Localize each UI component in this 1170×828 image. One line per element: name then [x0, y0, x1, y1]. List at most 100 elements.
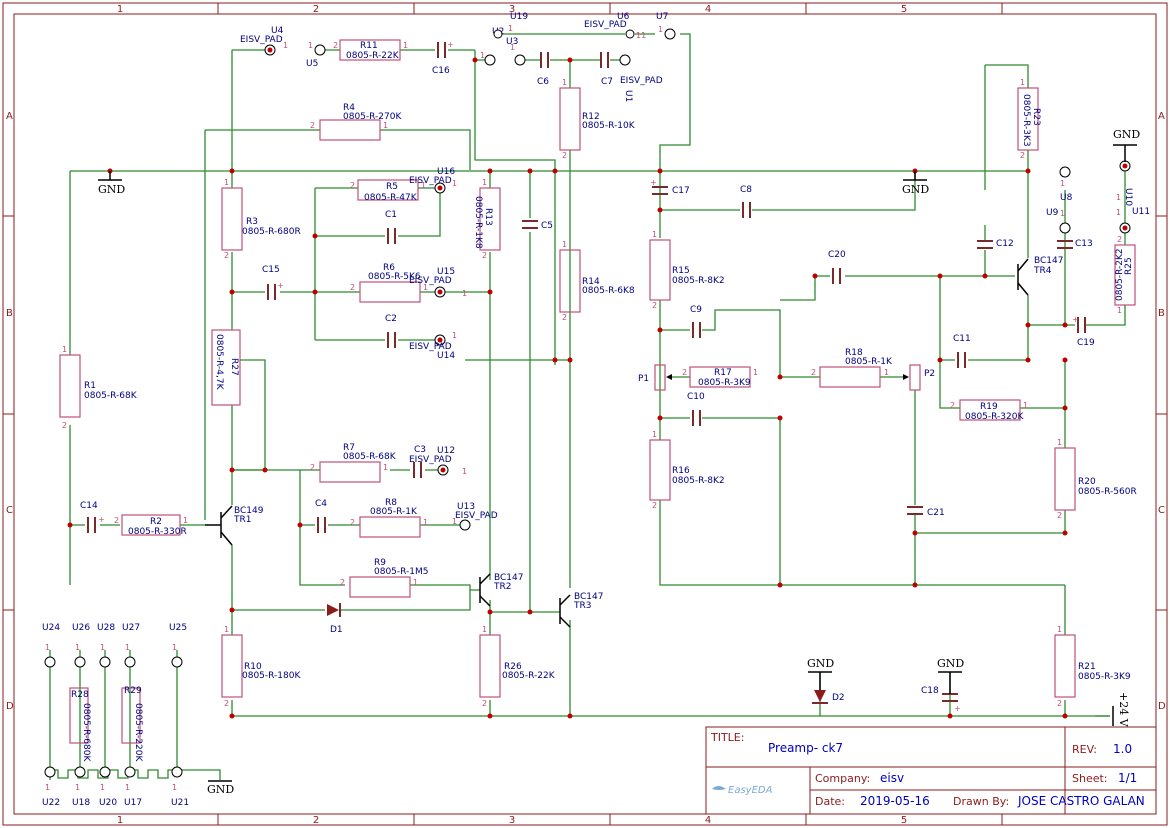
r15-value: 0805-R-8K2	[672, 276, 725, 286]
zone-col-4-top: 4	[705, 4, 711, 15]
gnd-symbol-mid: GND	[902, 171, 929, 196]
zone-col-2-top: 2	[313, 4, 319, 15]
u3-label: U3	[506, 37, 518, 47]
r28-value: 0805-R-680K	[81, 703, 91, 762]
r1-ref: R1	[84, 381, 96, 391]
u17-pin: 1	[125, 783, 130, 792]
title-block: TITLE: Preamp- ck7 REV: 1.0 Company: eis…	[705, 726, 1157, 815]
resistor-r8: R8 0805-R-1K	[359, 498, 421, 538]
r7-ref: R7	[343, 443, 355, 453]
r23-value: 0805-R-3K3	[1021, 94, 1031, 147]
r13-value: 0805-R-1K8	[473, 196, 483, 249]
r2-value: 0805-R-330R	[128, 527, 187, 537]
p1-ref: P1	[638, 374, 649, 384]
c11-ref: C11	[953, 334, 971, 344]
r2-ref: R2	[150, 517, 162, 527]
pin-label: 1	[562, 240, 567, 249]
u6-pin: 11	[636, 31, 646, 40]
gnd-label-right: GND	[1113, 128, 1140, 141]
pad-u7: U7 1	[656, 12, 676, 40]
c16-ref: C16	[432, 66, 450, 76]
tr3-type: BC147	[574, 592, 603, 602]
capacitor-c11: C11	[953, 334, 971, 368]
pin-label: 2	[482, 251, 487, 260]
r5-ref: R5	[386, 182, 398, 192]
c14-ref: C14	[80, 501, 98, 511]
r29-value: 0805-R-220K	[133, 703, 143, 762]
resistor-r28: R28 0805-R-680K	[69, 687, 91, 762]
u21-label: U21	[171, 798, 189, 808]
c10-ref: C10	[687, 392, 705, 402]
c8-ref: C8	[740, 185, 752, 195]
pin-label: 2	[811, 368, 816, 377]
r17-value: 0805-R-3K9	[698, 378, 751, 388]
u19-pin: 1	[508, 24, 513, 33]
r17-ref: R17	[714, 368, 732, 378]
pin-label: 1	[62, 345, 67, 354]
pad-u18: U18 1	[72, 766, 90, 808]
pin-label: 1	[224, 178, 229, 187]
pin-label: 1	[383, 463, 388, 472]
zone-col-3-top: 3	[509, 4, 515, 15]
u4-label: U4	[271, 26, 284, 36]
capacitor-c20: C20	[828, 250, 846, 284]
transistor-tr2: BC147 TR2	[479, 573, 523, 607]
r11-value: 0805-R-22K	[346, 51, 400, 61]
pad-u1: U1 EISV_PAD	[619, 54, 663, 102]
transistor-tr1: BC149 TR1	[205, 505, 264, 546]
r4-ref: R4	[343, 103, 355, 113]
u26-pin: 1	[75, 643, 80, 652]
zone-row-a-right: A	[1158, 111, 1165, 122]
capacitor-c9: C9	[690, 305, 702, 338]
capacitor-c1: C1	[385, 210, 397, 244]
pad-u4: U4 EISV_PAD 1	[240, 26, 288, 56]
u8-label: U8	[1060, 193, 1073, 203]
pin-label: 2	[652, 501, 657, 510]
r20-value: 0805-R-560R	[1078, 487, 1137, 497]
c18-plus: +	[954, 704, 961, 713]
r19-value: 0805-R-320K	[965, 412, 1024, 422]
pad-u12: U12 EISV_PAD 1	[409, 446, 467, 476]
zone-col-3-bottom: 3	[509, 815, 515, 826]
potentiometer-p1: P1	[638, 364, 672, 391]
r6-value: 0805-R-5K6	[368, 272, 421, 282]
pin-label: 1	[652, 230, 657, 239]
r18-value: 0805-R-1K	[845, 357, 893, 367]
tr2-type: BC147	[494, 573, 523, 583]
r23-ref: R23	[1031, 108, 1041, 126]
pin-label: 1	[403, 41, 408, 50]
pin-label: 2	[310, 463, 315, 472]
rev-label: REV:	[1072, 743, 1097, 756]
pin-label: 2	[350, 518, 355, 527]
r28-ref: R28	[71, 690, 89, 700]
d1-ref: D1	[330, 625, 343, 635]
c6-ref: C6	[537, 77, 549, 87]
zone-row-a-left: A	[6, 111, 13, 122]
u1-label: U1	[623, 90, 633, 102]
transistor-tr3: BC147 TR3	[559, 592, 603, 628]
r21-value: 0805-R-3K9	[1078, 672, 1131, 682]
diode-d2: D2	[812, 690, 845, 704]
u3-pin: 1	[510, 43, 515, 52]
u16-pin: 1	[452, 179, 457, 188]
pin-label: 2	[350, 181, 355, 190]
pin-label: 2	[333, 41, 338, 50]
gnd-label-left: GND	[98, 183, 125, 196]
pin-label: 2	[562, 313, 567, 322]
pad-u16: U16 EISV_PAD 1	[409, 167, 457, 194]
u14-label: U14	[437, 351, 455, 361]
zone-row-d-right: D	[1158, 701, 1166, 712]
u18-label: U18	[72, 798, 90, 808]
tr1-type: BC149	[234, 506, 264, 516]
gnd-label-c18: GND	[937, 657, 964, 670]
rev-value: 1.0	[1113, 742, 1132, 756]
c4-ref: C4	[315, 499, 327, 509]
u25-pin: 1	[172, 643, 177, 652]
zone-col-1-top: 1	[117, 4, 123, 15]
resistors: R1 0805-R-68K R2 0805-R-330R R3 0805-R-6…	[59, 39, 1137, 762]
pin-label: 2	[682, 368, 687, 377]
resistor-r11: R11 0805-R-22K	[339, 39, 401, 61]
r3-ref: R3	[246, 217, 258, 227]
c9-ref: C9	[690, 305, 702, 315]
